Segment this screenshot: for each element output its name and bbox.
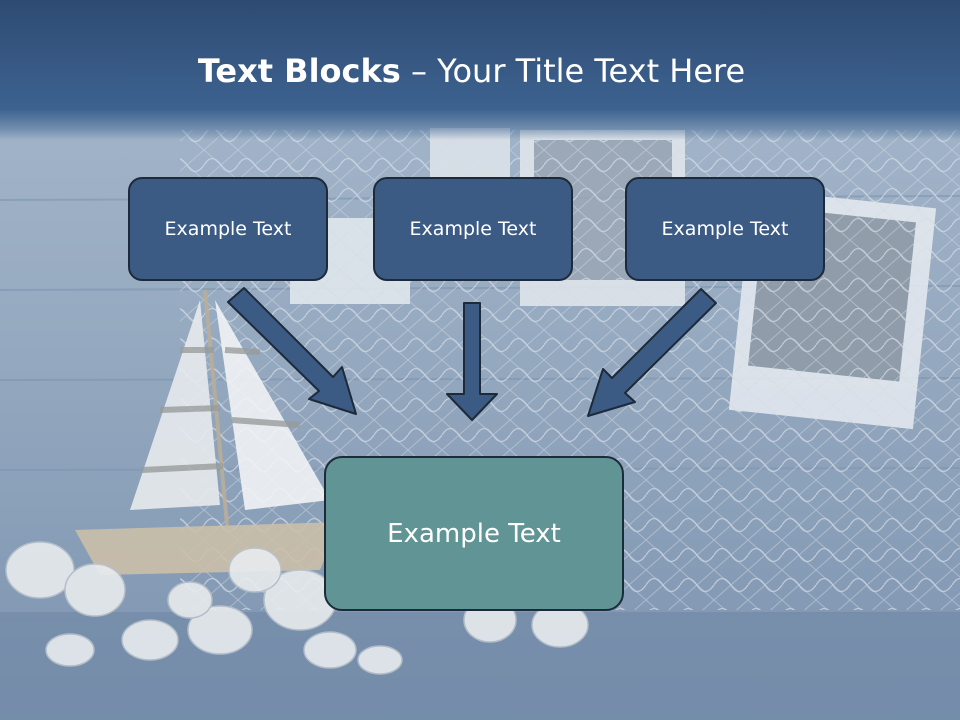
text-block-3-label: Example Text — [661, 218, 789, 240]
title-rest-text: – Your Title Text Here — [400, 52, 746, 90]
text-block-1-label: Example Text — [164, 218, 292, 240]
text-block-2-label: Example Text — [409, 218, 537, 240]
title-bar — [0, 0, 960, 140]
main-text-block[interactable]: Example Text — [324, 456, 624, 611]
slide-title: Text Blocks – Your Title Text Here — [0, 52, 943, 90]
text-block-2[interactable]: Example Text — [373, 177, 573, 281]
title-bold-text: Text Blocks — [197, 52, 401, 90]
main-text-block-label: Example Text — [387, 518, 561, 549]
text-block-1[interactable]: Example Text — [128, 177, 328, 281]
text-block-3[interactable]: Example Text — [625, 177, 825, 281]
